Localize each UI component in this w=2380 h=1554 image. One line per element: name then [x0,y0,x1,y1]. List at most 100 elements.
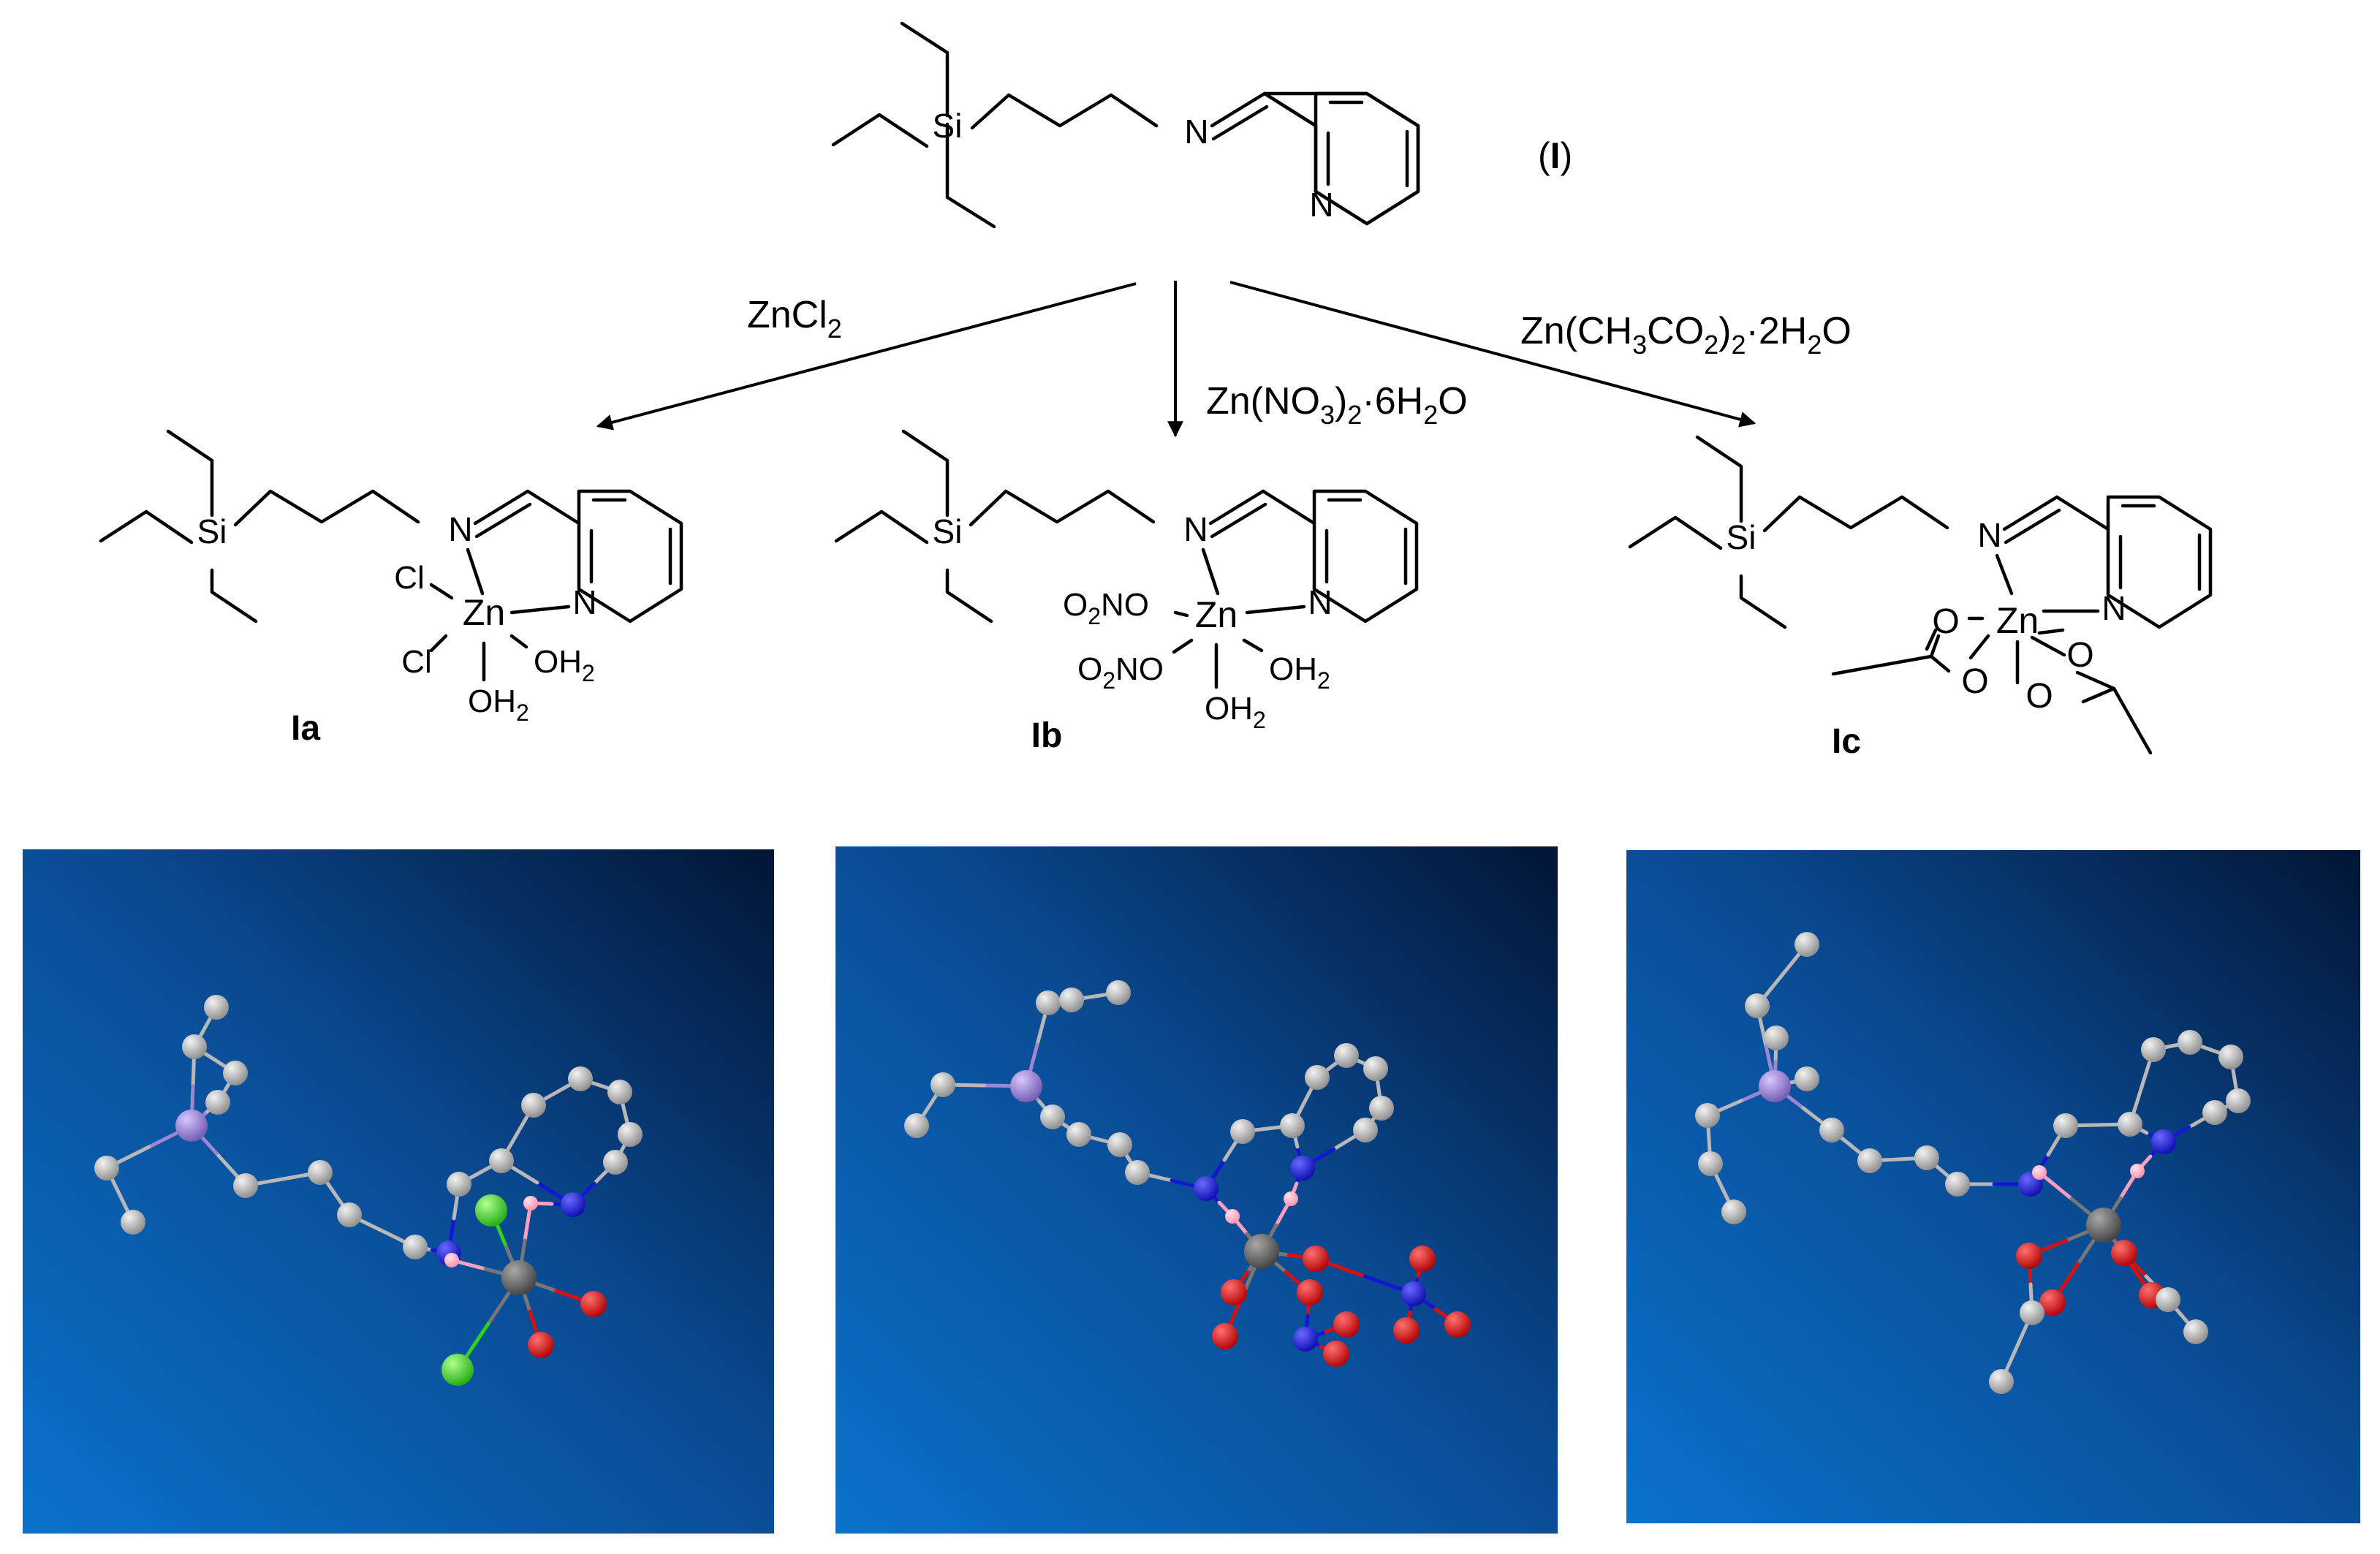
Ib-silicon-atom-3 [1010,1070,1042,1102]
Ic-oxygen-4-label: O [2025,677,2053,716]
Ic-oxygen-atom-25 [2111,1240,2137,1266]
Ic-carbon-atom-5 [1695,1103,1720,1128]
Ic-zinc-atom-23 [2086,1208,2121,1243]
Ic-carbon-atom-8 [1819,1118,1844,1142]
Ic-oxygen-1-label: O [1932,602,1959,641]
Ic-carbon-atom-2 [1764,1026,1789,1050]
Ib-nitrate-2-label: O2NO [1077,651,1164,694]
Ia-water-2-label: OH2 [468,683,529,726]
Ib-carbon-atom-11 [1230,1119,1255,1144]
Ia-carbon-atom-15 [568,1066,593,1091]
Ia-carbon-atom-19 [603,1150,628,1175]
Ib-oxygen-atom-25 [1212,1323,1238,1349]
model-Ia-ball-and-stick [94,995,643,1386]
Ib-oxygen-atom-24 [1297,1279,1323,1305]
Ia-oxygen-atom-26 [528,1332,554,1358]
Ia-compound-label: Ia [291,709,320,748]
Ib-carbon-atom-18 [1353,1118,1378,1142]
Ib-carbon-atom-2 [1106,980,1131,1005]
model-panel-Ic [1626,850,2360,1523]
Ic-carbon-atom-13 [2053,1113,2078,1138]
Ic-carbon-atom-29 [1989,1369,2014,1394]
Ib-oxygen-atom-28 [1333,1311,1360,1338]
Ic-compound-label: Ic [1832,722,1861,761]
ligand-I: Si N N (I) [831,21,1572,229]
Ic-carbon-atom-30 [2156,1287,2180,1312]
Ic-carbon-atom-4 [1795,1066,1819,1091]
Ic-carbon-atom-14 [2118,1112,2142,1137]
Ic-silicon-label: Si [1727,518,1756,556]
Ib-zinc-atom-21 [1244,1234,1279,1269]
Ib-carbon-atom-8 [1107,1132,1132,1157]
Ia-carbon-atom-13 [489,1148,514,1173]
Ia-chlorine-atom-23 [475,1194,507,1227]
Ib-carbon-atom-1 [1059,988,1084,1012]
Ic-carbon-atom-17 [2218,1045,2243,1069]
complex-Ib-structure: Si N N Zn O2NO O2NO OH2 OH2 Ib [834,429,1419,755]
Ib-oxygen-atom-22 [1221,1279,1247,1305]
Ib-nitrogen-atom-10 [1194,1176,1219,1201]
Ia-oxygen-atom-25 [580,1291,607,1317]
Ic-oxygen-atom-26 [2039,1289,2066,1316]
Ic-hydrogen-atom-21 [2032,1165,2047,1180]
Ia-carbon-atom-16 [607,1080,632,1104]
silicon-atom-label: Si [933,107,963,145]
Ib-compound-label: Ib [1031,716,1063,755]
Ic-carbon-atom-10 [1914,1145,1939,1170]
Ia-hydrogen-atom-20 [444,1253,459,1267]
Ic-zinc-label: Zn [1996,600,2039,641]
Ia-carbon-atom-10 [403,1235,428,1259]
Ic-carbon-atom-11 [1945,1172,1970,1197]
reagent-zinc-acetate: Zn(CH3CO2)2·2H2O [1520,310,1852,360]
model-panel-Ia [23,849,774,1534]
imine-nitrogen-label: N [1184,113,1208,151]
model-panel-Ib [835,846,1558,1534]
Ic-carbon-atom-6 [1698,1151,1723,1176]
Ib-nitrate-1-label: O2NO [1063,587,1149,629]
Ia-carbon-atom-12 [447,1172,471,1197]
Ia-pyridine-nitrogen-label: N [572,583,596,621]
Ia-water-1-label: OH2 [534,644,595,686]
Ia-silicon-label: Si [197,512,227,550]
Ib-carbon-atom-12 [1280,1113,1305,1138]
Ic-nitrogen-atom-19 [2151,1129,2176,1154]
Ia-hydrogen-atom-21 [523,1196,538,1210]
Ib-nitrogen-atom-17 [1290,1156,1315,1180]
Ib-carbon-atom-5 [904,1113,929,1138]
Ib-oxygen-atom-32 [1393,1317,1420,1343]
Ic-carbon-atom-16 [2178,1030,2202,1055]
Ic-oxygen-2-label: O [1961,662,1988,701]
Ib-oxygen-atom-30 [1409,1246,1436,1272]
Ic-hydrogen-atom-22 [2130,1164,2145,1178]
Ib-water-2-label: OH2 [1205,691,1266,733]
Ic-carbon-atom-7 [1721,1199,1746,1224]
Ic-carbon-atom-31 [2183,1319,2208,1344]
Ic-carbon-atom-18 [2226,1088,2251,1113]
Ia-zinc-atom-22 [501,1260,537,1295]
Ia-carbon-atom-17 [618,1122,643,1147]
Ib-silicon-label: Si [933,512,963,550]
Ib-water-1-label: OH2 [1269,651,1330,694]
Ia-carbon-atom-2 [223,1061,248,1085]
Ia-carbon-atom-1 [182,1034,207,1059]
model-Ib-ball-and-stick [904,980,1471,1367]
Ib-carbon-atom-16 [1369,1096,1394,1121]
Ia-carbon-atom-0 [204,995,229,1020]
Ic-oxygen-3-label: O [2066,636,2093,675]
Ib-carbon-atom-0 [1036,990,1061,1015]
complex-Ic-structure: Si N N Zn O O O O Ic [1628,435,2213,761]
Ib-oxygen-atom-31 [1444,1311,1471,1338]
Ic-carbon-atom-1 [1745,993,1770,1018]
model-Ia-background [23,849,774,1534]
Ib-hydrogen-atom-20 [1284,1191,1298,1206]
pyridine-nitrogen-label: N [1309,186,1333,224]
Ic-oxygen-atom-24 [2016,1243,2042,1269]
Ia-carbon-atom-8 [308,1160,333,1185]
Ia-chlorine-atom-24 [441,1354,474,1386]
Ic-carbon-atom-15 [2141,1037,2166,1062]
Ia-chloride-2-label: Cl [401,644,432,680]
Ia-zinc-label: Zn [463,592,505,633]
Ib-carbon-atom-13 [1305,1065,1330,1090]
Ib-nitrogen-atom-29 [1401,1281,1426,1306]
